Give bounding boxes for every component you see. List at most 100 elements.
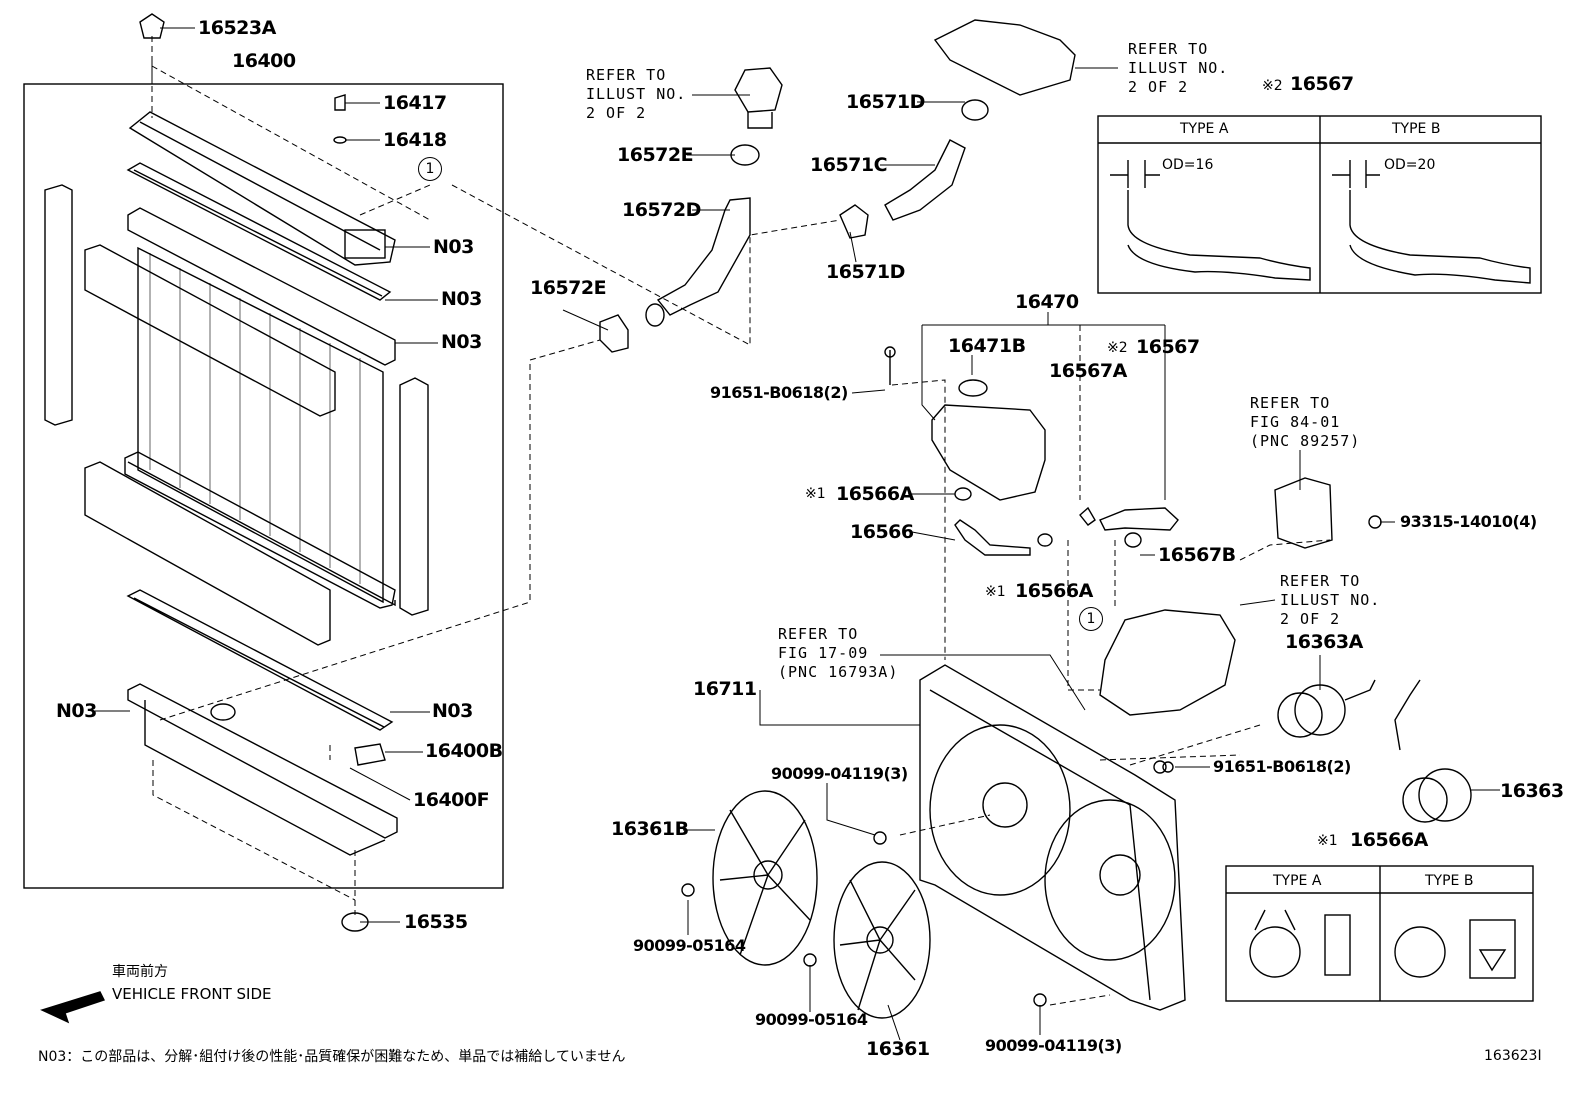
label-16572E-top: 16572E: [617, 144, 694, 166]
hose-od-a: OD=16: [1162, 157, 1214, 173]
hose-clamp-16571d-bot: [839, 204, 869, 239]
right-side-seal: [399, 377, 429, 616]
left-side-seal: [44, 184, 73, 426]
lower-air-guide: [84, 461, 331, 646]
fan-control-ecu: [1274, 477, 1333, 549]
upper-air-guide: [84, 244, 336, 417]
lower-gasket: [126, 589, 394, 731]
label-93315: 93315-14010(4): [1400, 512, 1537, 531]
front-side-jp: 車両前方: [112, 964, 168, 980]
label-16471B: 16471B: [948, 335, 1026, 357]
reserve-hose-16567: [1099, 507, 1179, 531]
fan-motor-16363: [1394, 679, 1472, 823]
ref-outlet: REFER TO ILLUST NO. 2 OF 2: [1128, 40, 1229, 96]
note-mark-2-top: ※2: [1262, 78, 1283, 94]
label-16400B: 16400B: [425, 740, 503, 762]
reserve-hose: [954, 519, 1031, 556]
ref-fig-17-09: REFER TO FIG 17-09 (PNC 16793A): [778, 625, 899, 681]
ref-thermostat: REFER TO ILLUST NO. 2 OF 2: [586, 66, 687, 122]
note-mark-1-a: ※1: [805, 486, 826, 502]
ref-water-pump: REFER TO ILLUST NO. 2 OF 2: [1280, 572, 1381, 628]
label-16571C: 16571C: [810, 154, 888, 176]
note-mark-1-c: ※1: [1317, 833, 1338, 849]
thermostat-housing: [734, 67, 783, 129]
radiator-inlet-hose: [656, 197, 751, 316]
label-n03-a: N03: [433, 236, 474, 258]
cap-gasket: [333, 136, 347, 144]
label-16566A-c: 16566A: [1350, 829, 1428, 851]
label-16400F: 16400F: [413, 789, 490, 811]
front-side-en: VEHICLE FRONT SIDE: [112, 985, 272, 1003]
label-16566: 16566: [850, 521, 914, 543]
figure-id: 163623I: [1484, 1048, 1542, 1064]
label-16363A: 16363A: [1285, 631, 1363, 653]
clamp-table-type-b: TYPE B: [1425, 873, 1474, 889]
radiator-support-top: [139, 13, 165, 39]
label-90099-05164-b: 90099-05164: [755, 1010, 868, 1029]
label-16711: 16711: [693, 678, 757, 700]
label-16567-top: 16567: [1290, 73, 1354, 95]
note-mark-1-b: ※1: [985, 584, 1006, 600]
fan-shroud: [919, 664, 1186, 1011]
label-16363: 16363: [1500, 780, 1564, 802]
label-90099-04119-bottom: 90099-04119(3): [985, 1036, 1122, 1055]
front-arrow: [40, 991, 105, 1024]
reserve-hose-16567a: [1079, 506, 1096, 526]
hose-clamp-16566a-b: [1037, 533, 1053, 547]
upper-gasket: [126, 162, 392, 301]
label-16361B: 16361B: [611, 818, 689, 840]
radiator-assembly-frame: [23, 83, 504, 889]
fan-motor-16363a: [1277, 679, 1376, 738]
radiator-outlet-hose: [884, 139, 966, 221]
hose-clamp-16572e-bot: [599, 314, 629, 353]
water-outlet-pipe: [933, 19, 1076, 96]
label-n03-b: N03: [441, 288, 482, 310]
ref-ecu: REFER TO FIG 84-01 (PNC 89257): [1250, 394, 1361, 450]
clamp-table-type-a: TYPE A: [1273, 873, 1322, 889]
label-n03-e: N03: [432, 700, 473, 722]
drain-cock-plug: [354, 743, 386, 766]
label-16361: 16361: [866, 1038, 930, 1060]
hose-clamp-16567b: [1124, 532, 1142, 548]
label-90099-05164-a: 90099-05164: [633, 936, 746, 955]
radiator-support-bottom: [341, 912, 369, 932]
label-91651-top: 91651-B0618(2): [710, 383, 848, 402]
hose-table-type-a: TYPE A: [1180, 121, 1229, 137]
radiator-core: [124, 207, 396, 609]
water-pump-housing: [1099, 609, 1236, 716]
hose-od-b: OD=20: [1384, 157, 1436, 173]
label-16535: 16535: [404, 911, 468, 933]
radiator-lower-tank: [127, 683, 398, 856]
label-91651-bottom: 91651-B0618(2): [1213, 757, 1351, 776]
circle-ref-1-left: 1: [418, 157, 442, 181]
reserve-tank: [884, 346, 1046, 501]
label-16572D: 16572D: [622, 199, 701, 221]
label-16523A: 16523A: [198, 17, 276, 39]
circle-ref-1-right: 1: [1079, 607, 1103, 631]
label-16470: 16470: [1015, 291, 1079, 313]
label-16566A-b: 16566A: [1015, 580, 1093, 602]
label-16400: 16400: [232, 50, 296, 72]
label-16567A: 16567A: [1049, 360, 1127, 382]
label-16572E-bottom: 16572E: [530, 277, 607, 299]
label-90099-04119-top: 90099-04119(3): [771, 764, 908, 783]
note-mark-2: ※2: [1107, 340, 1128, 356]
radiator-cap: [334, 94, 346, 111]
label-n03-c: N03: [441, 331, 482, 353]
label-16418: 16418: [383, 129, 447, 151]
label-16566A-a: 16566A: [836, 483, 914, 505]
label-16567B: 16567B: [1158, 544, 1236, 566]
label-16571D-bottom: 16571D: [826, 261, 905, 283]
hose-clamp-16572e-top: [730, 144, 760, 166]
cooling-fan-16361b: [712, 790, 818, 966]
n03-note: N03：この部品は、分解･組付け後の性能･品質確保が困難なため、単品では補給して…: [38, 1049, 626, 1065]
label-n03-d: N03: [56, 700, 97, 722]
label-16567: 16567: [1136, 336, 1200, 358]
hose-table-type-b: TYPE B: [1392, 121, 1441, 137]
label-16571D-top: 16571D: [846, 91, 925, 113]
radiator-upper-tank: [128, 111, 396, 266]
cooling-fan-16361: [833, 861, 931, 1019]
label-16417: 16417: [383, 92, 447, 114]
hose-clamp-16566a-a: [954, 487, 972, 501]
